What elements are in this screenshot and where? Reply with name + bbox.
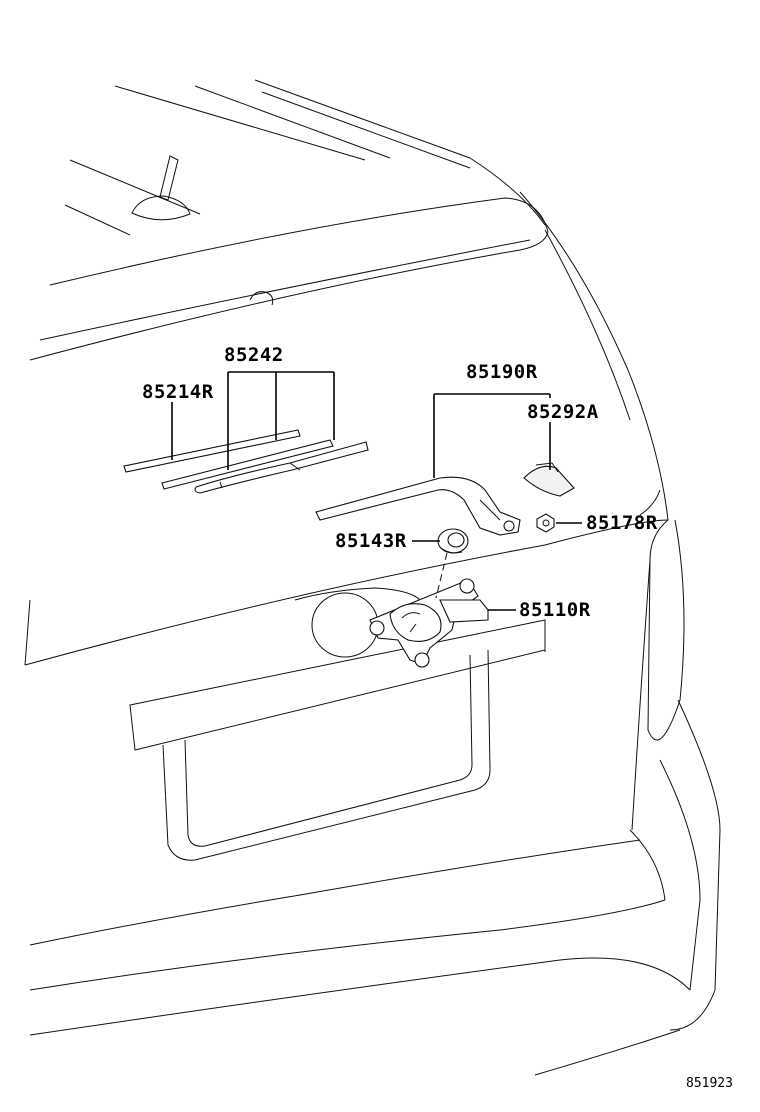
part-label-85143r[interactable]: 85143R [335, 530, 407, 552]
part-label-85214r[interactable]: 85214R [142, 381, 214, 403]
dashed-reference-lines [435, 552, 546, 652]
wiper-motor-icon [369, 578, 489, 668]
wiper-arm-icon [315, 476, 521, 536]
part-label-85190r[interactable]: 85190R [466, 361, 538, 383]
part-label-85242[interactable]: 85242 [224, 344, 284, 366]
part-label-85292a[interactable]: 85292A [527, 401, 599, 423]
vehicle-body-outline [24, 79, 721, 1076]
leader-lines [171, 371, 582, 611]
grommet-icon [437, 528, 469, 554]
part-label-85110r[interactable]: 85110R [519, 599, 591, 621]
wiper-arm-cap-icon [523, 462, 575, 497]
nut-icon [536, 513, 555, 533]
wiper-blade-icon [123, 429, 369, 494]
antenna-icon [64, 155, 201, 236]
part-label-85178r[interactable]: 85178R [586, 512, 658, 534]
diagram-id: 851923 [686, 1076, 733, 1091]
